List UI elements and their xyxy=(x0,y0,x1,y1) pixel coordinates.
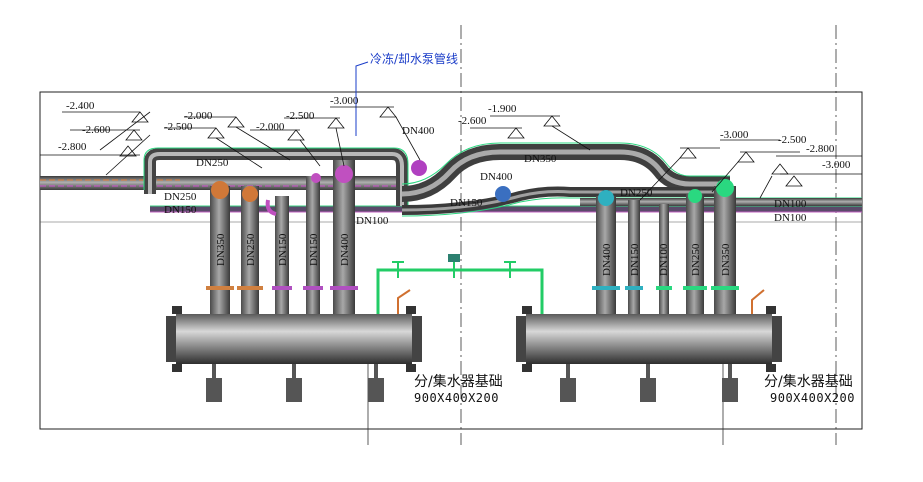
header-tank-left xyxy=(166,306,422,372)
tank-legs xyxy=(206,364,738,402)
elev-label: -2.600 xyxy=(82,124,111,136)
riser-label: DN250 xyxy=(690,243,702,276)
pipe-highlight xyxy=(401,149,730,197)
elev-label: -2.000 xyxy=(184,110,213,122)
riser-label: DN400 xyxy=(601,243,613,276)
riser-label: DN150 xyxy=(629,243,641,276)
elev-label: -2.600 xyxy=(458,115,487,127)
pipe-label-dn100: DN100 xyxy=(356,215,389,227)
drawing-frame xyxy=(39,91,863,430)
valve-purple xyxy=(411,160,427,176)
vent-left xyxy=(397,289,411,314)
foundation-size: 900X400X200 xyxy=(414,391,499,405)
elev-label: -2.400 xyxy=(66,100,95,112)
left-risers xyxy=(206,160,358,314)
riser-label: DN350 xyxy=(720,243,732,276)
elev-label: -3.000 xyxy=(330,95,359,107)
riser-label: DN100 xyxy=(658,243,670,276)
elev-label: -3.000 xyxy=(822,159,851,171)
pipe-label-dn250: DN250 xyxy=(164,191,197,203)
riser-label: DN250 xyxy=(245,233,257,266)
elevation-markers xyxy=(40,106,862,201)
elev-label: -2.500 xyxy=(778,134,807,146)
right-risers xyxy=(592,179,739,314)
elev-label: -2.000 xyxy=(256,121,285,133)
riser-label: DN350 xyxy=(215,233,227,266)
pipe-label-dn250: DN250 xyxy=(620,187,653,199)
pipe-label-dn350: DN350 xyxy=(524,153,557,165)
vent-right xyxy=(751,289,765,314)
title-leader xyxy=(355,61,369,136)
pipe-green-edge xyxy=(143,147,409,206)
riser-label: DN150 xyxy=(277,233,289,266)
dn100-pipe xyxy=(150,206,862,212)
foundation-label: 分/集水器基础 xyxy=(764,373,853,390)
elev-label: -2.800 xyxy=(58,141,87,153)
elev-label: -1.900 xyxy=(488,103,517,115)
pipe-label-dn100: DN100 xyxy=(774,198,807,210)
header-tank-right xyxy=(516,306,782,372)
pipe-label-dn400: DN400 xyxy=(402,125,435,137)
pipe-highlight xyxy=(148,152,404,206)
bypass-pipe xyxy=(376,254,544,316)
riser-label: DN400 xyxy=(339,233,351,266)
diagram-title: 冷冻/却水泵管线 xyxy=(370,51,458,66)
elev-label: -3.000 xyxy=(720,129,749,141)
foundation-label: 分/集水器基础 xyxy=(414,373,503,390)
riser-label: DN150 xyxy=(308,233,320,266)
pipe-label-dn400: DN400 xyxy=(480,171,513,183)
elev-label: -2.500 xyxy=(286,110,315,122)
pipe-highlight xyxy=(401,190,720,212)
elev-label: -2.800 xyxy=(806,143,835,155)
pipe-label-dn100: DN100 xyxy=(774,212,807,224)
pipe-green-edge xyxy=(401,197,862,217)
pipe-label-dn150: DN150 xyxy=(450,197,483,209)
pipe-label-dn250: DN250 xyxy=(196,157,229,169)
elev-label: -2.500 xyxy=(164,121,193,133)
pipe-green-edge xyxy=(401,142,730,185)
pipe-label-dn150: DN150 xyxy=(164,204,197,216)
valve-blue xyxy=(495,186,511,202)
foundation-size: 900X400X200 xyxy=(770,391,855,405)
